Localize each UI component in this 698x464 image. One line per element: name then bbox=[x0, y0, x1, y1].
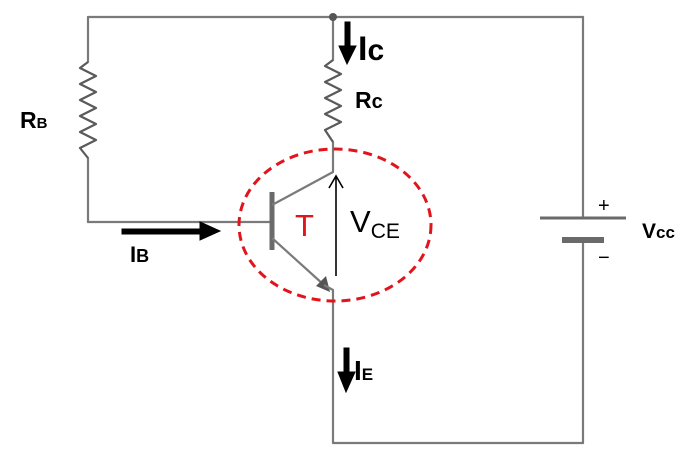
label-vcc: Vcc bbox=[642, 220, 675, 243]
vce-arrow bbox=[328, 174, 344, 276]
label-rb: RB bbox=[20, 107, 48, 133]
emitter-to-wire bbox=[323, 284, 334, 291]
transistor-collector-lead bbox=[271, 171, 334, 206]
transistor-emitter-lead bbox=[271, 237, 325, 286]
label-transistor: T bbox=[295, 208, 314, 243]
label-rc: Rc bbox=[355, 87, 383, 113]
resistor-rb bbox=[78, 61, 98, 159]
battery-minus-sign: − bbox=[598, 247, 610, 269]
junction-dot bbox=[329, 13, 337, 21]
resistor-rc bbox=[323, 59, 343, 143]
emitter-arrow-head bbox=[316, 276, 330, 292]
transistor-highlight-circle bbox=[237, 147, 433, 303]
label-ic: Ic bbox=[358, 30, 384, 68]
label-vce: VCE bbox=[350, 204, 400, 243]
ib-arrow bbox=[121, 221, 222, 241]
transistor-symbol bbox=[269, 171, 334, 292]
label-ib: IB bbox=[130, 242, 149, 267]
battery-vcc bbox=[540, 216, 626, 243]
ic-arrow bbox=[338, 21, 357, 66]
label-ie: IE bbox=[354, 355, 373, 386]
ie-arrow bbox=[337, 347, 356, 394]
battery-plus-sign: + bbox=[598, 195, 610, 217]
